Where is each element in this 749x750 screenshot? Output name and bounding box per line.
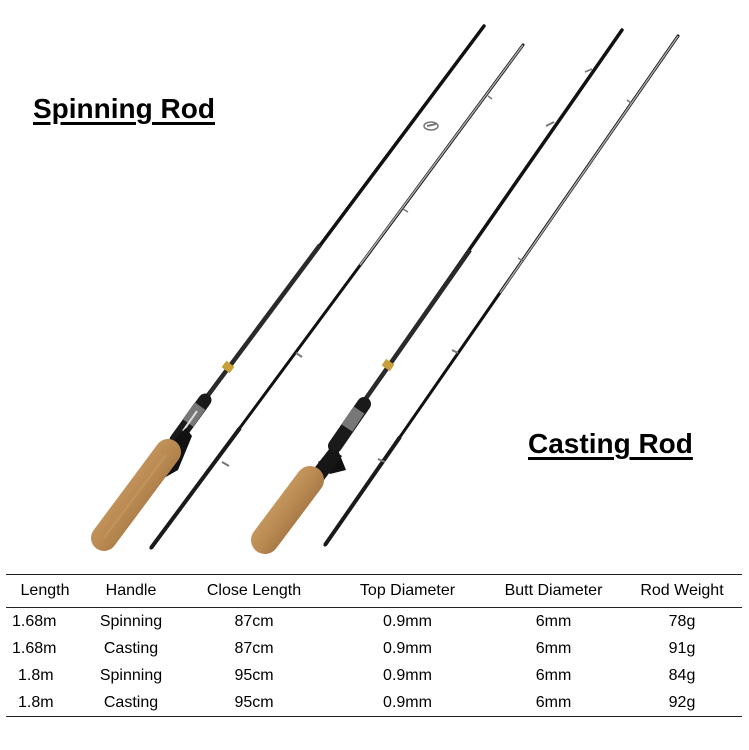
- header-handle: Handle: [105, 582, 157, 599]
- header-close-length: Close Length: [206, 582, 302, 599]
- header-rod-weight: Rod Weight: [640, 582, 724, 599]
- cell-butt-diameter: 6mm: [535, 639, 572, 657]
- cell-top-diameter: 0.9mm: [383, 612, 432, 630]
- casting-rod-tip-section: [323, 34, 680, 547]
- spinning-rod-butt-section: [91, 24, 486, 551]
- casting-rod-butt-section: [251, 28, 624, 554]
- header-length: Length: [20, 582, 70, 599]
- header-butt-diameter: Butt Diameter: [504, 582, 603, 599]
- cell-top-diameter: 0.9mm: [383, 639, 432, 657]
- cell-length: 1.8m: [18, 693, 54, 711]
- casting-rod-label: Casting Rod: [528, 428, 693, 459]
- spinning-rod-tip-section: [149, 43, 525, 550]
- cell-close-length: 95cm: [234, 666, 274, 684]
- spinning-rod-label: Spinning Rod: [33, 93, 215, 124]
- table-row: 1.8m Spinning 95cm 0.9mm 6mm 84g: [6, 662, 742, 689]
- cell-handle: Spinning: [99, 612, 163, 630]
- cell-rod-weight: 92g: [668, 693, 696, 711]
- cell-close-length: 87cm: [234, 612, 274, 630]
- cell-rod-weight: 84g: [668, 666, 696, 684]
- cell-butt-diameter: 6mm: [535, 693, 572, 711]
- table-row: 1.8m Casting 95cm 0.9mm 6mm 92g: [6, 689, 742, 717]
- header-top-diameter: Top Diameter: [359, 582, 456, 599]
- table-header-row: Length Handle Close Length Top Diameter …: [6, 574, 742, 608]
- cell-rod-weight: 78g: [668, 612, 696, 630]
- cell-handle: Casting: [103, 639, 159, 657]
- cell-butt-diameter: 6mm: [535, 666, 572, 684]
- cell-top-diameter: 0.9mm: [383, 666, 432, 684]
- cell-length: 1.8m: [18, 666, 54, 684]
- table-row: 1.68m Spinning 87cm 0.9mm 6mm 78g: [6, 608, 742, 636]
- cell-length: 1.68m: [12, 612, 57, 630]
- cell-handle: Casting: [103, 693, 159, 711]
- cell-butt-diameter: 6mm: [535, 612, 572, 630]
- cell-rod-weight: 91g: [668, 639, 696, 657]
- cell-close-length: 95cm: [234, 693, 274, 711]
- rods-illustration: [91, 24, 680, 554]
- table-row: 1.68m Casting 87cm 0.9mm 6mm 91g: [6, 635, 742, 662]
- cell-handle: Spinning: [99, 666, 163, 684]
- cell-close-length: 87cm: [234, 639, 274, 657]
- spec-table: Length Handle Close Length Top Diameter …: [6, 574, 742, 717]
- cell-length: 1.68m: [12, 639, 57, 657]
- cell-top-diameter: 0.9mm: [383, 693, 432, 711]
